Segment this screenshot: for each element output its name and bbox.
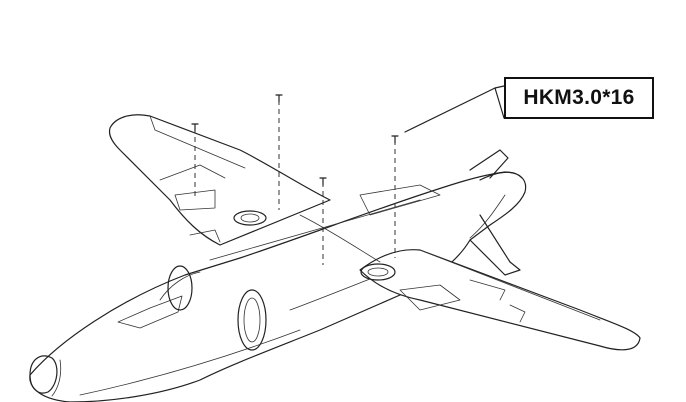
callout-leader [404,85,505,133]
fastener-spec-label: HKM3.0*16 [523,86,635,109]
wing-fairing [299,184,441,263]
right-wing [359,249,641,351]
screw-icon [191,94,399,186]
fastener-callout: HKM3.0*16 [504,77,654,119]
fuselage [29,149,527,402]
left-wing [108,114,331,246]
screw-guides [194,100,396,265]
